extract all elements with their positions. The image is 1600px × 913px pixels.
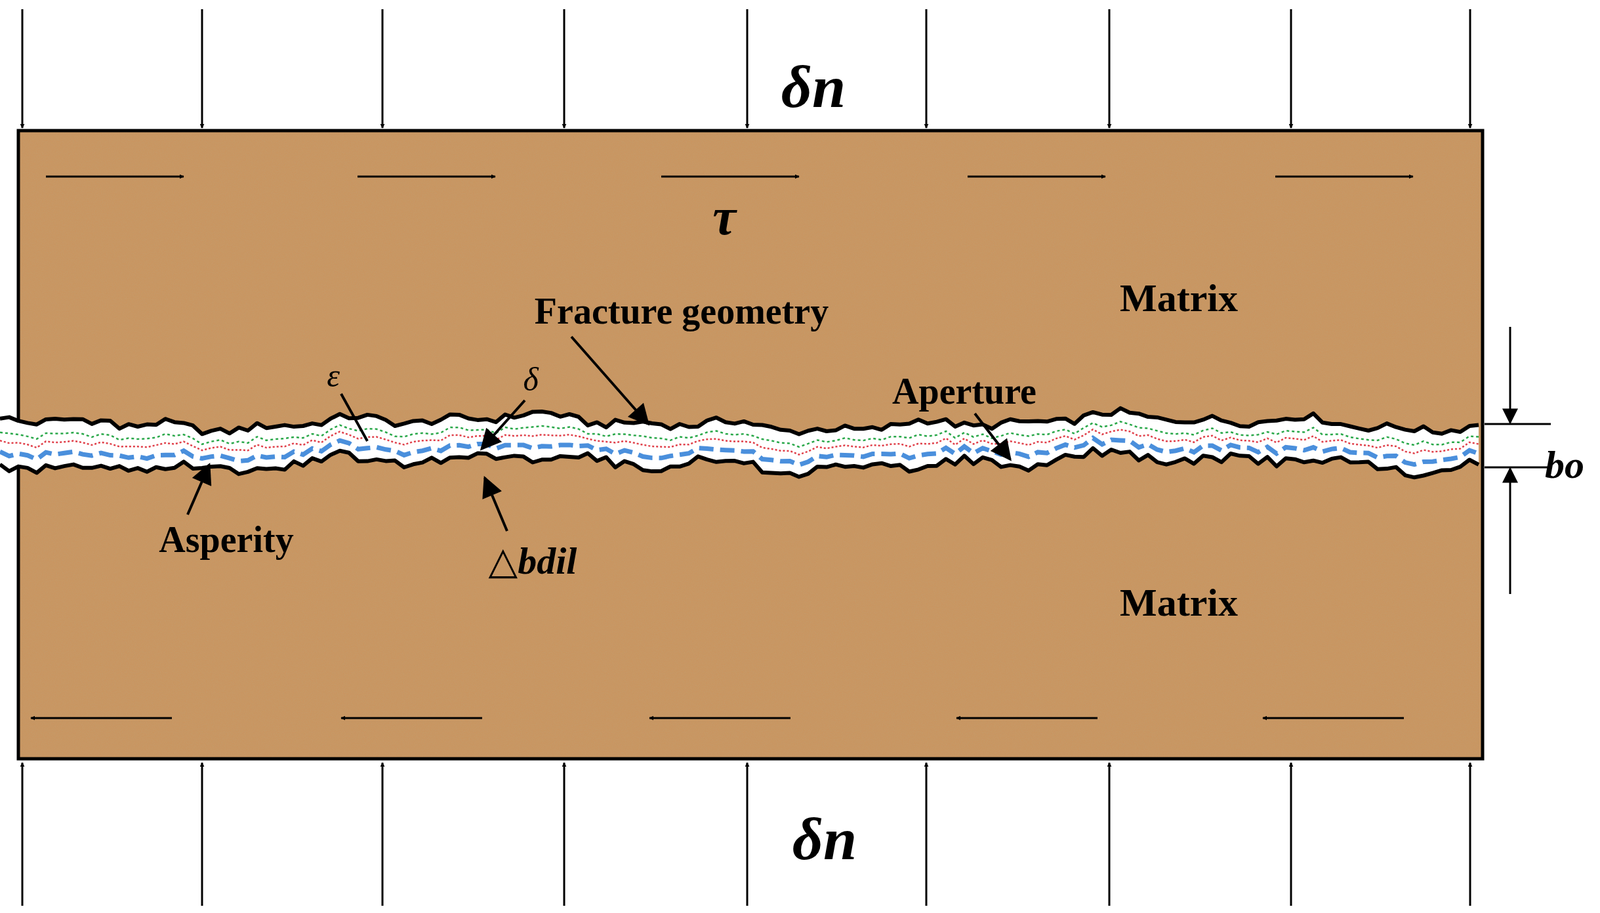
normal-stress-arrow (1290, 9, 1293, 128)
region-label: Matrix (1119, 582, 1238, 622)
stress-label: δn (792, 808, 857, 869)
region-label: Matrix (1119, 278, 1238, 318)
stress-label: δn (781, 56, 846, 117)
normal-stress-arrow (381, 9, 384, 128)
fracture (0, 408, 1479, 477)
shear-arrow (967, 175, 1106, 178)
shear-arrow (956, 717, 1098, 719)
fracture-aperture (0, 408, 1479, 477)
shear-arrow (341, 717, 483, 719)
normal-stress-arrow (1469, 762, 1472, 906)
callout-label: Asperity (158, 520, 294, 558)
normal-stress-arrow (381, 762, 384, 906)
shear-arrow (357, 175, 496, 178)
leader-lines (187, 326, 1551, 594)
load-arrows (22, 9, 1471, 906)
normal-stress-arrow (563, 9, 566, 128)
normal-stress-arrow (21, 762, 24, 906)
shear-arrow (30, 717, 172, 719)
surface-line (0, 421, 1479, 447)
normal-stress-arrow (21, 9, 24, 128)
normal-stress-arrow (925, 9, 928, 128)
normal-stress-arrow (201, 762, 204, 906)
normal-stress-arrow (925, 762, 928, 906)
fracture-wall (0, 448, 1479, 478)
normal-stress-arrow (1108, 762, 1111, 906)
fracture-wall (0, 408, 1479, 435)
symbol-label: ε (326, 358, 340, 392)
shear-arrow (661, 175, 800, 178)
normal-stress-arrow (746, 9, 749, 128)
shear-arrow (1262, 717, 1404, 719)
callout-label: Fracture geometry (534, 292, 829, 330)
dimension-label: bo (1544, 444, 1585, 485)
stress-label: τ (712, 190, 737, 243)
shear-arrow (1275, 175, 1414, 178)
shear-arrow (649, 717, 791, 719)
symbol-label: δ (522, 362, 538, 396)
normal-stress-arrow (1469, 9, 1472, 128)
callout-label: Aperture (892, 372, 1037, 410)
normal-stress-arrow (746, 762, 749, 906)
normal-stress-arrow (1108, 9, 1111, 128)
normal-stress-arrow (201, 9, 204, 128)
normal-stress-arrow (1290, 762, 1293, 906)
symbol-label: △bdil (488, 541, 578, 580)
shear-arrow (45, 175, 184, 178)
normal-stress-arrow (563, 762, 566, 906)
